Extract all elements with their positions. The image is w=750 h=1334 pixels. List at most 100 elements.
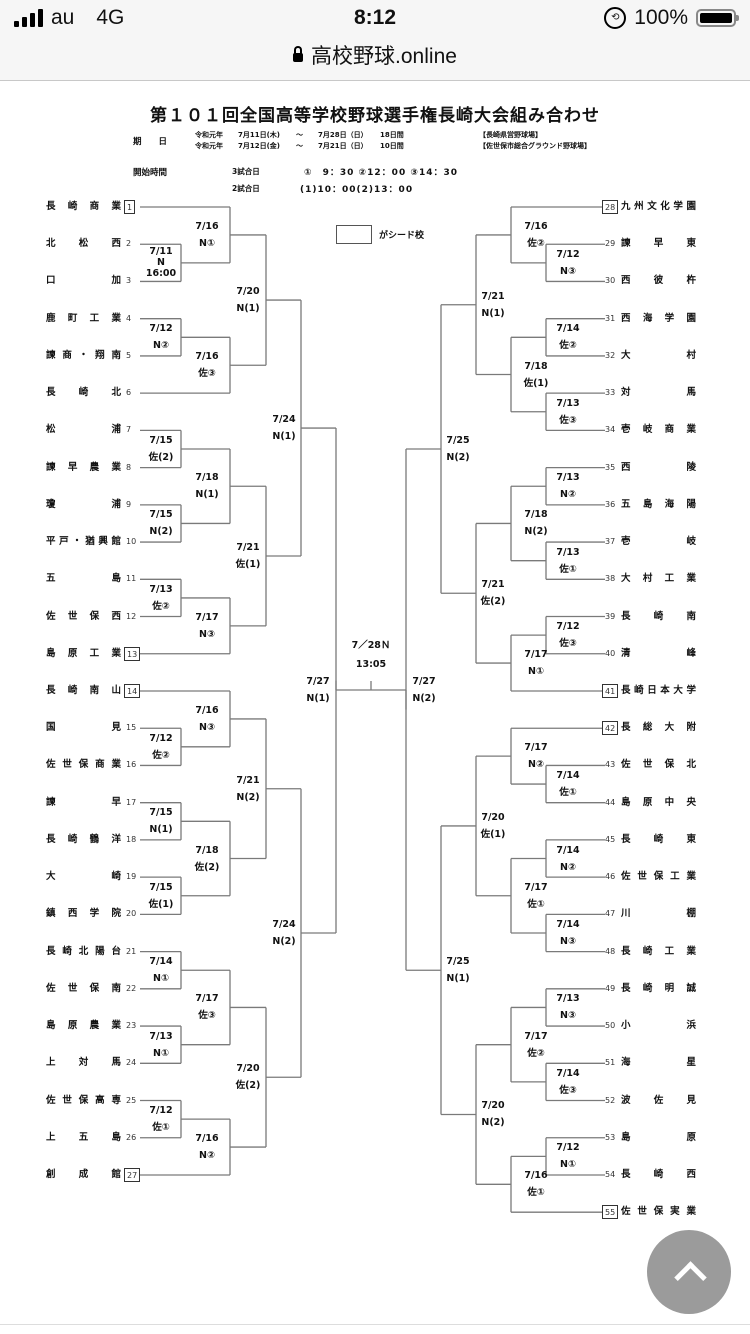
team-name: 島原中央 xyxy=(621,796,696,810)
team-name: 瓊浦 xyxy=(46,498,121,512)
team-name-char: 棚 xyxy=(686,908,696,920)
scroll-to-top-button[interactable] xyxy=(647,1230,731,1314)
team-name-char: 園 xyxy=(686,312,696,324)
match-label: 7/20 佐(2) xyxy=(235,1063,261,1092)
team-number: 10 xyxy=(126,537,137,547)
team-name-char: 松 xyxy=(78,238,89,250)
team-name-char: 佐 xyxy=(621,871,631,883)
team-name-char: 保 xyxy=(78,1094,89,1106)
team-name-char: 原 xyxy=(67,1020,78,1032)
url-text: 高校野球.online xyxy=(311,45,457,68)
team-name-char: 島 xyxy=(111,1131,121,1143)
team-name-char: 西 xyxy=(621,275,631,287)
team-number: 52 xyxy=(605,1095,616,1105)
team-name: 佐世保北 xyxy=(621,758,696,772)
team-number: 2 xyxy=(126,239,132,249)
team-number: 29 xyxy=(605,239,616,249)
team-name-char: 院 xyxy=(111,908,121,920)
team-number: 31 xyxy=(605,313,616,323)
team-name-char: 崎 xyxy=(642,945,653,957)
team-name-char: 世 xyxy=(637,1206,647,1218)
team-name-char: 長 xyxy=(46,684,56,696)
team-name-char: 大 xyxy=(621,349,631,361)
period-venue: 【長崎県営野球場】 xyxy=(479,131,542,139)
team-name-char: 創 xyxy=(46,1168,56,1180)
team-name-char: 南 xyxy=(111,349,121,361)
period-days: 10日間 xyxy=(380,142,404,150)
team-name-char: 実 xyxy=(670,1206,680,1218)
team-name-char: 南 xyxy=(686,610,696,622)
match-label: 7/16 N② xyxy=(195,1133,219,1162)
team-name-char: 世 xyxy=(62,759,72,771)
period-from: 7月12日(金) xyxy=(238,142,281,150)
team-name: 島原農業 xyxy=(46,1019,121,1033)
team-name: 大崎 xyxy=(46,870,121,884)
team-name: 西海学園 xyxy=(621,312,696,326)
match-label: 7/17 N① xyxy=(524,649,548,678)
team-number: 8 xyxy=(126,462,132,472)
team-name-char: 戸 xyxy=(59,536,69,548)
team-name: 平戸・猶興館 xyxy=(46,535,121,549)
team-name-char: 南 xyxy=(89,684,100,696)
match-label: 7/25 N(1) xyxy=(446,956,470,985)
team-name-char: 商 xyxy=(89,201,100,212)
two-game-label: 2試合日 xyxy=(232,184,260,193)
team-name-char: 陽 xyxy=(95,945,105,957)
final-match: 7／28Ｎ 13:05 xyxy=(331,636,411,674)
document-title: 第１０１回全国高等学校野球選手権長崎大会組み合わせ xyxy=(150,106,600,126)
match-label: 7/14 佐① xyxy=(556,770,580,799)
team-number: 30 xyxy=(605,276,616,286)
team-number: 51 xyxy=(605,1058,616,1068)
team-name: 鎮西学院 xyxy=(46,907,121,921)
team-number: 9 xyxy=(126,499,132,509)
team-number: 45 xyxy=(605,834,616,844)
match-label: 7/17 佐② xyxy=(524,1030,548,1059)
team-name-char: 猶 xyxy=(85,536,95,548)
match-label: 7/20 N(1) xyxy=(236,286,260,315)
team-number: 23 xyxy=(126,1021,137,1031)
team-name-char: 長 xyxy=(621,722,631,734)
team-name-char: 上 xyxy=(46,1057,56,1069)
team-name-char: 平 xyxy=(46,536,56,548)
team-number: 5 xyxy=(126,350,132,360)
team-name-char: 佐 xyxy=(46,1094,56,1106)
team-name-char: 東 xyxy=(686,833,696,845)
team-name-char: 見 xyxy=(686,1094,696,1106)
period-label: 期 日 xyxy=(133,137,168,147)
team-name-char: 浜 xyxy=(686,1020,696,1032)
match-label: 7/27 N(1) xyxy=(306,676,330,704)
match-label: 7/14 N③ xyxy=(556,918,580,947)
team-name-char: 東 xyxy=(686,238,696,250)
team-number: 19 xyxy=(126,872,137,882)
match-label: 7/15 N(1) xyxy=(149,807,173,836)
team-name: 壱岐 xyxy=(621,535,696,549)
url-bar[interactable]: 高校野球.online xyxy=(0,40,750,70)
team-name: 佐世保南 xyxy=(46,982,121,996)
team-name-char: 崎 xyxy=(67,833,78,845)
team-number: 36 xyxy=(605,499,616,509)
team-name: 創成館 xyxy=(46,1168,121,1182)
team-name-char: 壱 xyxy=(621,424,631,436)
team-number: 20 xyxy=(126,909,137,919)
team-name: 対馬 xyxy=(621,386,696,400)
team-name-char: 業 xyxy=(111,647,121,659)
team-name-char: 口 xyxy=(46,275,56,287)
match-label: 7/12 佐① xyxy=(149,1105,173,1134)
team-name-char: 北 xyxy=(78,945,89,957)
three-game-label: 3試合日 xyxy=(232,167,260,176)
team-name-char: 明 xyxy=(664,982,675,994)
battery-icon xyxy=(696,9,739,27)
team-name-char: 鶴 xyxy=(89,833,100,845)
team-name-char: 佐 xyxy=(46,759,56,771)
seed-legend-box xyxy=(336,225,372,244)
team-name-char: 海 xyxy=(621,1057,631,1069)
team-name: 長崎日本大学 xyxy=(621,684,696,698)
team-name-char: 西 xyxy=(111,238,121,250)
team-name-char: 瓊 xyxy=(46,498,56,510)
team-name-char: 業 xyxy=(111,461,121,473)
team-name-char: 大 xyxy=(621,573,631,585)
team-name-char: 保 xyxy=(89,982,100,994)
team-name-char: 彼 xyxy=(653,275,664,287)
team-name-char: 島 xyxy=(621,796,631,808)
team-name-char: 町 xyxy=(67,312,78,324)
